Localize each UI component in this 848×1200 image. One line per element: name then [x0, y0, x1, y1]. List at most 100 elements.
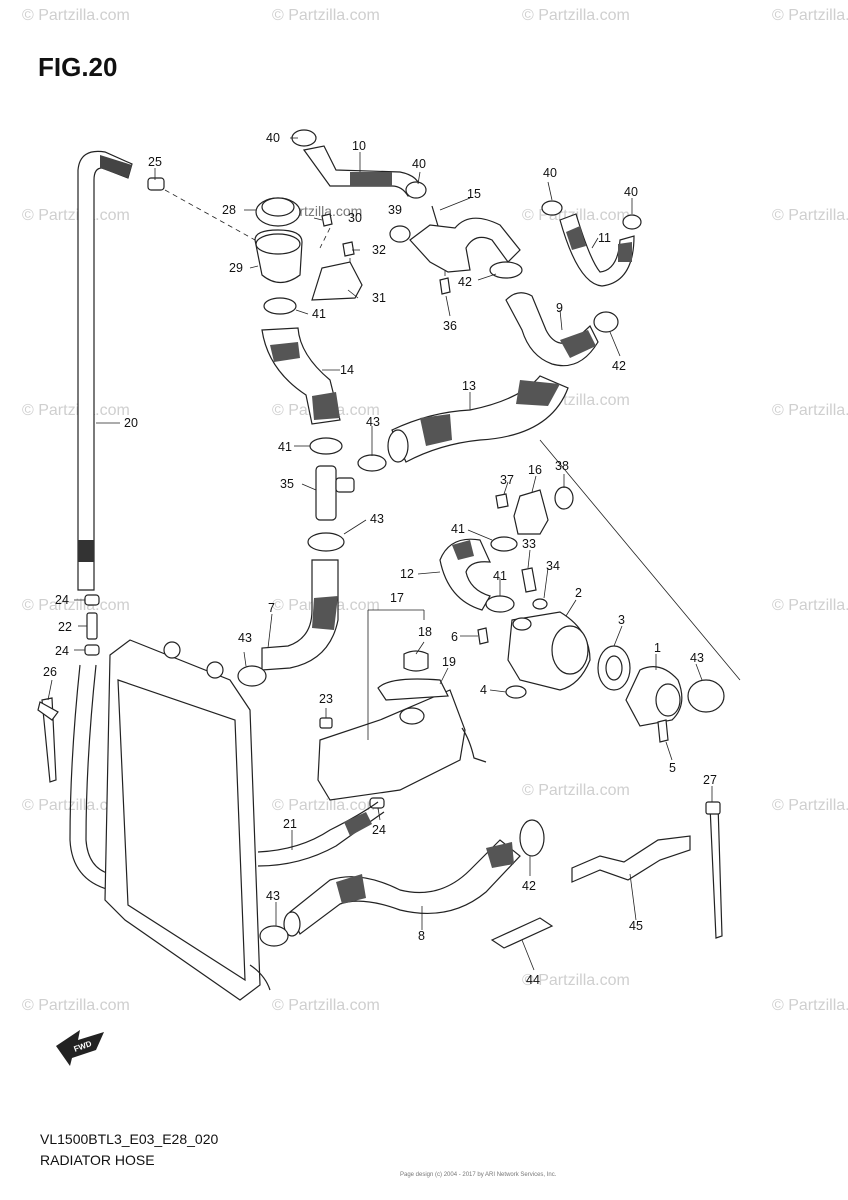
watermark: © Partzilla.com	[22, 402, 130, 419]
bolt-23	[319, 717, 333, 729]
callout-26: 26	[43, 665, 57, 679]
hose-11	[559, 213, 635, 287]
callout-43: 43	[366, 415, 380, 429]
callout-4: 4	[480, 683, 487, 697]
watermark: © Partzilla.com	[772, 597, 848, 614]
callout-15: 15	[467, 187, 481, 201]
callout-3: 3	[618, 613, 625, 627]
clamp-43	[237, 665, 267, 687]
callout-19: 19	[442, 655, 456, 669]
callout-42: 42	[458, 275, 472, 289]
reference-line	[539, 439, 741, 681]
hose-13	[387, 375, 569, 463]
joint-35	[315, 465, 355, 521]
clamp-41	[309, 437, 343, 455]
callout-34: 34	[546, 559, 560, 573]
cable-tie-26	[37, 701, 59, 721]
o-ring-39	[389, 225, 411, 243]
filler-neck-29	[255, 233, 301, 255]
callout-25: 25	[148, 155, 162, 169]
callout-40: 40	[543, 166, 557, 180]
watermark: © Partzilla.com	[522, 782, 630, 799]
clamp-40	[622, 214, 642, 230]
callout-37: 37	[500, 473, 514, 487]
watermark: © Partzilla.com	[22, 797, 130, 814]
callout-18: 18	[418, 625, 432, 639]
callout-9: 9	[556, 301, 563, 315]
callout-42: 42	[522, 879, 536, 893]
bolt-5	[657, 719, 669, 743]
callout-24: 24	[372, 823, 386, 837]
clamp-24	[84, 594, 100, 606]
radiator-cap-28	[261, 197, 295, 217]
hose-14	[261, 327, 341, 425]
hose-20-lower	[69, 664, 111, 891]
watermark: © Partzilla.com	[772, 997, 848, 1014]
clamp-41	[490, 536, 518, 552]
watermark: © Partzilla.com	[522, 972, 630, 989]
watermark: © Partzilla.com	[522, 7, 630, 24]
pad-44	[490, 917, 554, 949]
hose-10	[302, 145, 421, 197]
bolt-36	[439, 277, 451, 295]
hose-8	[283, 839, 521, 937]
pad-45	[571, 835, 691, 883]
clamp-42	[489, 261, 523, 279]
callout-38: 38	[555, 459, 569, 473]
figure-title: FIG.20	[38, 52, 118, 82]
forward-arrow-icon: FWD	[56, 1030, 104, 1066]
callout-40: 40	[624, 185, 638, 199]
o-ring-4	[505, 685, 527, 699]
reference-line	[319, 227, 331, 249]
callout-28: 28	[222, 203, 236, 217]
callout-13: 13	[462, 379, 476, 393]
callout-8: 8	[418, 929, 425, 943]
callout-30: 30	[348, 211, 362, 225]
bolt-6	[477, 627, 489, 645]
callout-36: 36	[443, 319, 457, 333]
callout-11: 11	[598, 231, 611, 245]
callout-43: 43	[690, 651, 704, 665]
callout-16: 16	[528, 463, 542, 477]
hose-20-lower	[85, 664, 111, 875]
callout-10: 10	[352, 139, 366, 153]
watermark: © Partzilla.com	[22, 997, 130, 1014]
callout-labels: 1 2 3 4 5 6 7 8 9 10 11 12 13 14 15 16 1…	[43, 131, 717, 987]
o-ring-38	[554, 486, 574, 510]
watermark: © Partzilla.com	[772, 7, 848, 24]
clamp-43	[687, 679, 725, 713]
watermark: © Partzilla.com	[272, 997, 380, 1014]
callout-31: 31	[372, 291, 386, 305]
callout-44: 44	[526, 973, 540, 987]
callout-21: 21	[283, 817, 297, 831]
thermostat-case-2	[507, 611, 591, 691]
hose-21	[257, 801, 385, 867]
thermostat-3	[597, 645, 631, 691]
watermark-layer: © Partzilla.com © Partzilla.com © Partzi…	[22, 7, 848, 1014]
diagram-title: RADIATOR HOSE	[40, 1152, 155, 1168]
callout-24: 24	[55, 593, 69, 607]
callout-41: 41	[312, 307, 326, 321]
clamp-25	[147, 177, 165, 191]
hose-9	[505, 292, 599, 367]
callout-1: 1	[654, 641, 661, 655]
watermark: © Partzilla.com	[772, 797, 848, 814]
joint-22	[86, 612, 98, 640]
diagram-code: VL1500BTL3_E03_E28_020	[40, 1131, 219, 1147]
hose-12	[439, 538, 491, 611]
leader-lines	[47, 137, 713, 971]
thermostat-cover-1	[625, 666, 683, 727]
radiator	[104, 639, 271, 1001]
reservoir-tank-17	[317, 678, 487, 801]
callout-23: 23	[319, 692, 333, 706]
callout-24: 24	[55, 644, 69, 658]
callout-33: 33	[522, 537, 536, 551]
watermark: © Partzilla.com	[272, 7, 380, 24]
watermark: © Partzilla.com	[22, 207, 130, 224]
callout-20: 20	[124, 416, 138, 430]
callout-14: 14	[340, 363, 354, 377]
watermark: © Partzilla.com	[272, 797, 380, 814]
clamp-43	[357, 454, 387, 472]
tank-cap-18	[403, 650, 429, 672]
bolt-30	[321, 213, 333, 227]
